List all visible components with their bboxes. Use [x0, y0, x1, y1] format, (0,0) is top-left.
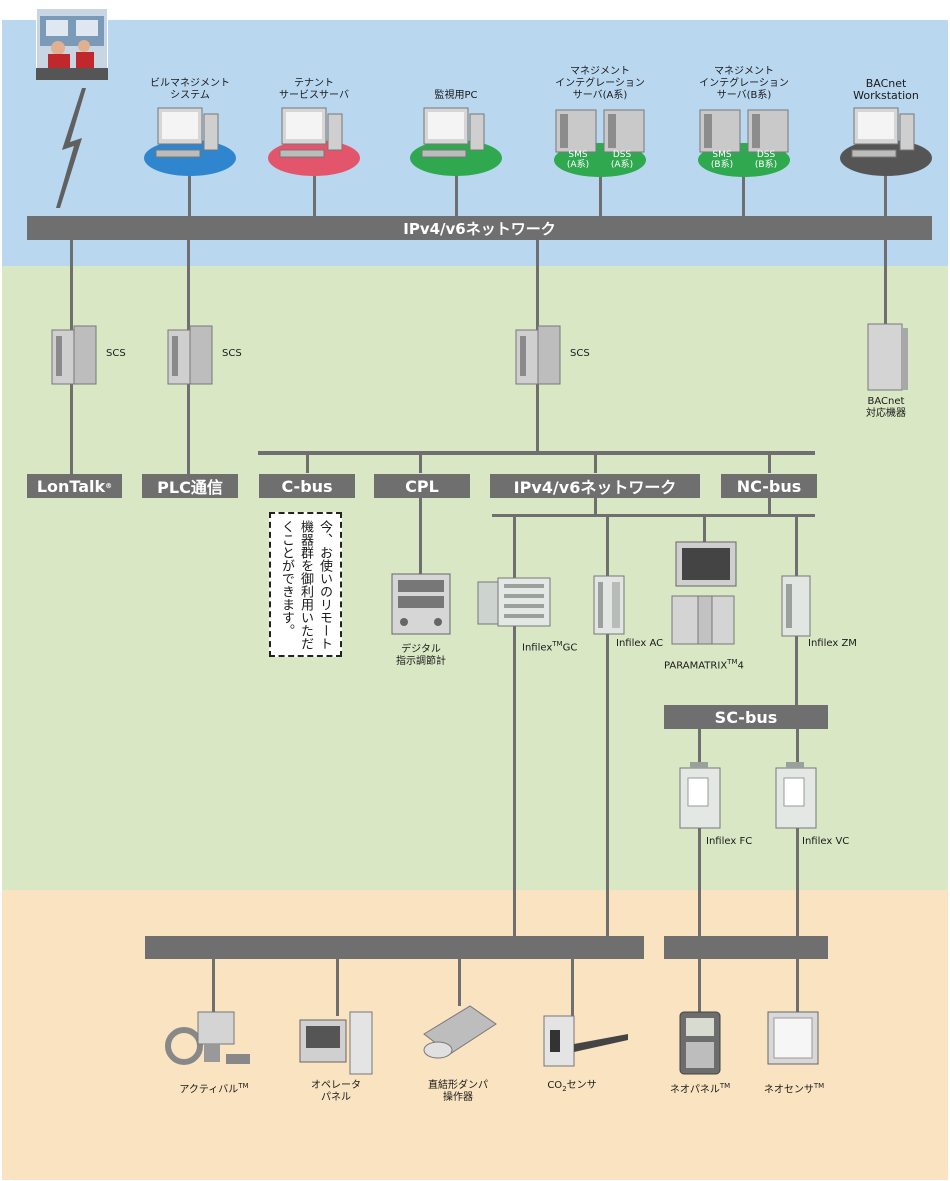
lontalk-bar: LonTalk® — [27, 474, 122, 498]
scs-label-2: SCS — [222, 348, 242, 359]
ncbus-bar: NC-bus — [721, 474, 817, 498]
actuator-valve — [165, 1011, 250, 1065]
infilex-zm-label: Infilex ZM — [808, 638, 857, 649]
server-monitor-pc — [410, 107, 502, 176]
co2-sensor — [543, 1015, 628, 1067]
co2-sensor-label: CO2センサ — [547, 1080, 597, 1093]
scs-label-3: SCS — [570, 348, 590, 359]
scs-unit-2 — [167, 325, 213, 385]
infilex-gc-label: InfilexTMGC — [522, 640, 578, 654]
neo-panel — [679, 1011, 721, 1075]
operator-panel-label: オペレータパネル — [311, 1080, 361, 1103]
operator-panel — [299, 1011, 373, 1075]
scbus-label: SC-bus — [714, 707, 778, 727]
server-tenant — [268, 107, 360, 176]
digital-controller-label: デジタル指示調節計 — [396, 644, 446, 667]
cbus-label: C-bus — [281, 476, 333, 496]
damper-actuator — [423, 1005, 497, 1059]
mis-b-dss-tag: DSS(B系) — [754, 150, 778, 170]
mis-a-sms-tag: SMS(A系) — [566, 150, 590, 170]
server-mis-a-label: マネジメントインテグレーションサーバ(A系) — [555, 66, 645, 101]
digital-controller — [391, 573, 451, 635]
server-bacnet-ws — [840, 107, 932, 176]
scs-unit-3 — [515, 325, 561, 385]
cpl-bar: CPL — [374, 474, 470, 498]
scs-unit-1 — [51, 325, 97, 385]
paramatrix-label: PARAMATRIXTM4 — [664, 658, 744, 672]
infilex-fc-label: Infilex FC — [706, 836, 753, 847]
paramatrix — [671, 541, 737, 645]
scs-label-1: SCS — [106, 348, 126, 359]
server-mis-b — [698, 109, 790, 177]
mis-a-dss-tag: DSS(A系) — [610, 150, 634, 170]
neo-sensor-label: ネオセンサTM — [763, 1082, 825, 1096]
plc-bar: PLC通信 — [142, 474, 238, 498]
lontalk-label: LonTalk — [36, 476, 106, 496]
neo-panel-label: ネオパネルTM — [669, 1082, 731, 1096]
remote-note-box: 今、お使いのリモート機器群を御利用いただくことができます。 — [269, 512, 342, 657]
remote-note-text: 今、お使いのリモート機器群を御利用いただくことができます。 — [279, 520, 332, 650]
damper-label: 直結形ダンパ操作器 — [428, 1080, 488, 1103]
cpl-label: CPL — [405, 476, 439, 496]
neo-sensor — [767, 1011, 819, 1065]
server-bms — [144, 107, 236, 176]
infilex-ac — [593, 575, 625, 635]
mis-b-sms-tag: SMS(B系) — [710, 150, 734, 170]
server-monitor-label: 監視用PC — [434, 90, 478, 101]
sub-network-bar: IPv4/v6ネットワーク — [490, 474, 700, 498]
bacnet-device — [867, 323, 908, 391]
lontalk-mark: ® — [105, 482, 113, 490]
infilex-gc — [477, 577, 551, 627]
cbus-bar: C-bus — [259, 474, 355, 498]
infilex-zm — [781, 575, 811, 637]
server-tenant-label: テナントサービスサーバ — [279, 78, 349, 101]
top-network-bar: IPv4/v6ネットワーク — [27, 216, 932, 240]
infilex-ac-label: Infilex AC — [616, 638, 664, 649]
infilex-vc — [775, 762, 817, 829]
actuator-label: アクティバルTM — [179, 1082, 249, 1096]
top-network-label: IPv4/v6ネットワーク — [403, 219, 556, 238]
sub-network-label: IPv4/v6ネットワーク — [513, 478, 677, 497]
field-bus-left — [145, 936, 644, 959]
scbus-bar: SC-bus — [664, 705, 828, 729]
infilex-fc — [679, 762, 721, 829]
server-mis-a — [554, 109, 646, 177]
server-bms-label: ビルマネジメントシステム — [150, 78, 230, 101]
ncbus-label: NC-bus — [736, 476, 802, 496]
field-bus-right — [664, 936, 828, 959]
infilex-vc-label: Infilex VC — [802, 836, 850, 847]
server-mis-b-label: マネジメントインテグレーションサーバ(B系) — [699, 66, 789, 101]
plc-label: PLC通信 — [157, 478, 223, 497]
